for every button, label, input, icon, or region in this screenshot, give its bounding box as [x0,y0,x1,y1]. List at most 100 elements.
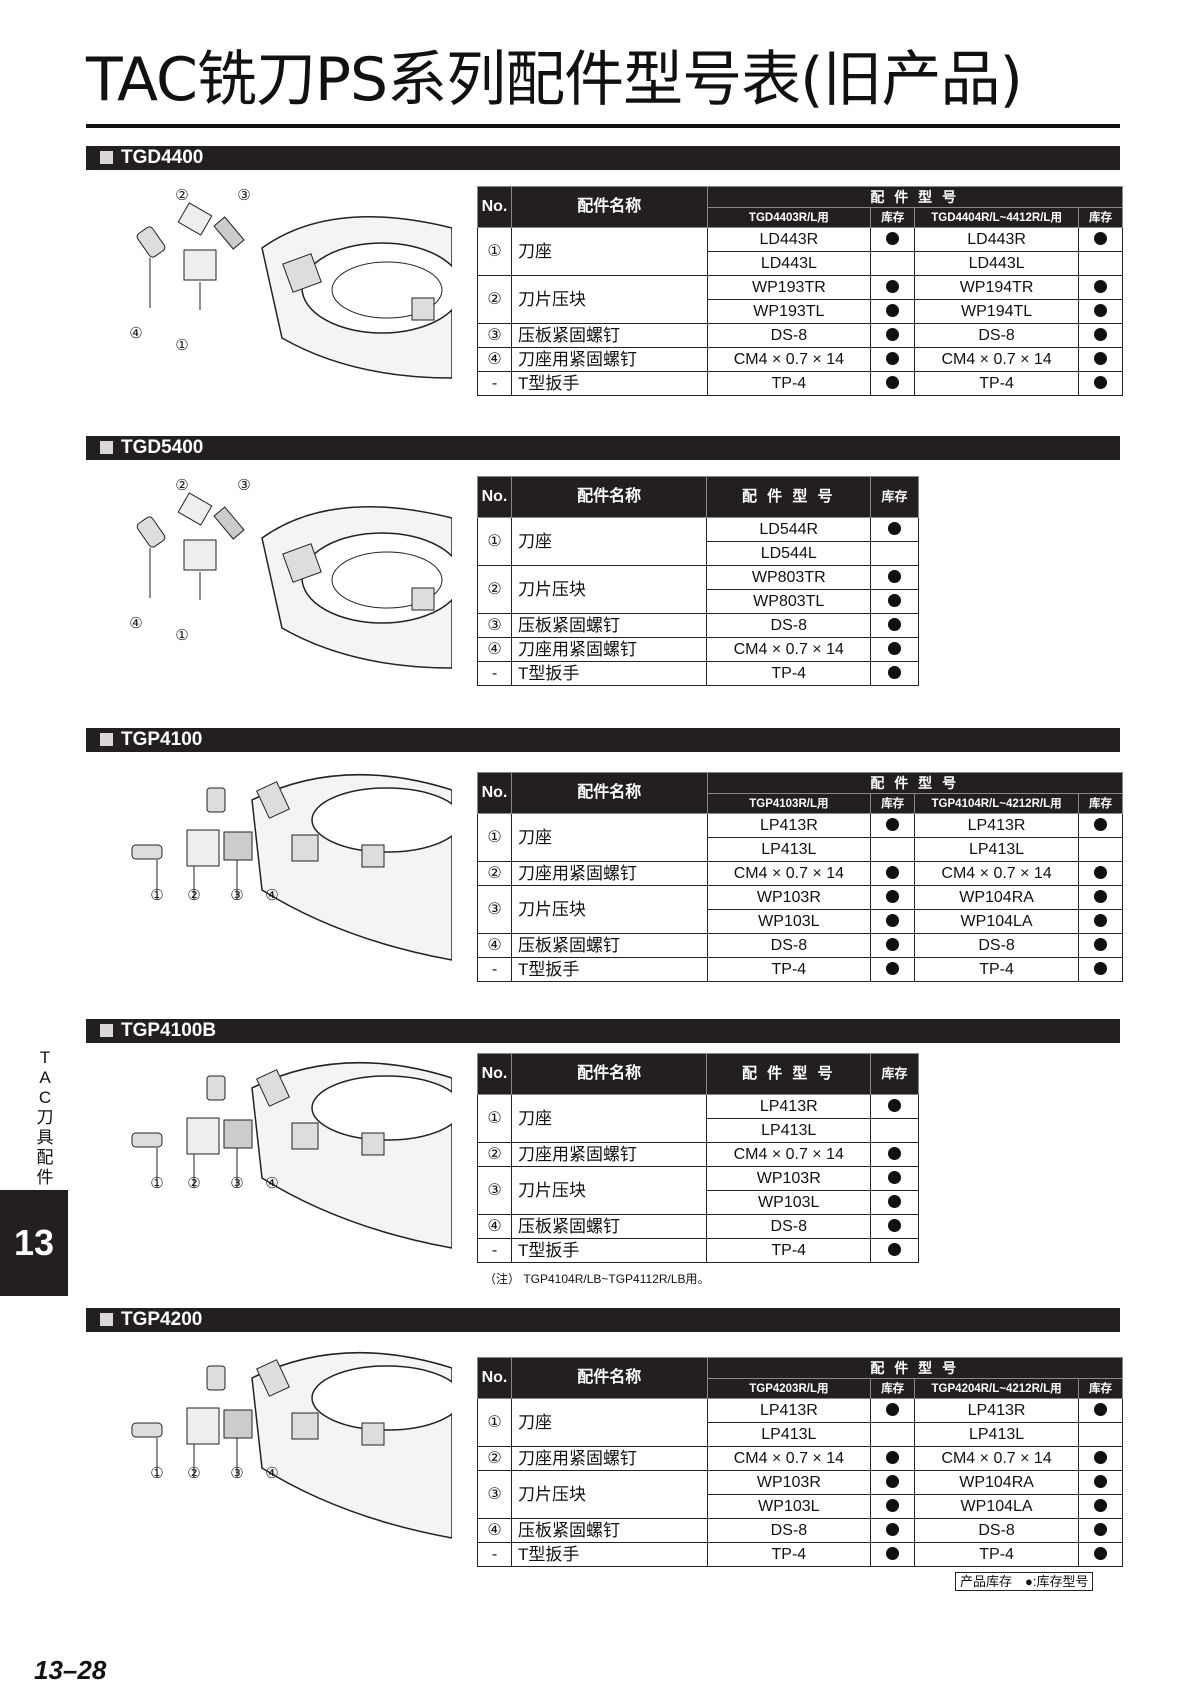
row-number: - [477,1542,512,1567]
callout-number: ③ [230,1464,243,1482]
part-name: 刀片压块 [510,275,708,324]
part-model: WP103R [706,885,872,910]
callout-number: ② [187,1174,200,1192]
part-model: CM4 × 0.7 × 14 [914,347,1080,372]
part-name: 压板紧固螺钉 [510,613,708,638]
part-name: 刀座用紧固螺钉 [510,1142,708,1167]
stock-dot [1094,937,1107,951]
part-model: DS-8 [706,613,872,638]
stock-cell [870,885,916,910]
stock-cell [870,541,919,566]
table-row: LP413L [478,1118,919,1143]
stock-cell [1078,227,1123,252]
stock-cell [870,1190,919,1215]
section-title: TGP4100 [121,729,203,750]
section-header-tgp4200: TGP4200 [86,1308,1120,1332]
header-model-group: 配 件 型 号 [706,1357,1123,1379]
part-name: 刀座用紧固螺钉 [510,637,708,662]
callout-number: ① [175,336,188,354]
part-model: DS-8 [706,933,872,958]
header-variant: TGP4204R/L~4212R/L用 [914,1378,1080,1399]
callout-number: ④ [265,886,278,904]
stock-cell [1078,885,1123,910]
part-model: DS-8 [706,1518,872,1543]
stock-cell [870,1398,916,1423]
callout-number: ① [175,626,188,644]
callout-number: ③ [230,886,243,904]
table-row: LD544L [478,541,919,566]
header-name: 配件名称 [510,1053,708,1095]
part-model: TP-4 [706,1542,872,1567]
row-number: ② [477,1142,512,1167]
stock-cell [870,589,919,614]
stock-dot [886,1450,900,1464]
part-name: 刀片压块 [510,1470,708,1519]
stock-cell [870,909,916,934]
stock-cell [870,1494,916,1519]
part-name: 刀片压块 [510,565,708,614]
stock-dot [888,569,902,583]
stock-dot [886,1402,900,1416]
stock-dot [1094,1498,1107,1512]
row-number: ① [477,813,512,862]
stock-cell [870,1470,916,1495]
part-model: LP413L [706,1118,872,1143]
stock-dot [1094,1402,1107,1416]
stock-cell [870,1542,916,1567]
chapter-tab: 13 [0,1190,68,1296]
header-variant: TGP4104R/L~4212R/L用 [914,793,1080,814]
row-number: ① [477,227,512,276]
part-model: DS-8 [914,1518,1080,1543]
part-name: 压板紧固螺钉 [510,1518,708,1543]
row-number: ① [477,1094,512,1143]
part-model: WP103R [706,1470,872,1495]
stock-cell [1078,1446,1123,1471]
stock-cell [870,251,916,276]
part-model: DS-8 [914,933,1080,958]
stock-dot [1094,279,1108,293]
header-stock: 库存 [870,793,916,814]
stock-dot [1094,889,1107,903]
part-model: TP-4 [706,661,872,686]
section-title: TGD5400 [121,437,204,458]
part-model: WP803TL [706,589,872,614]
part-name: T型扳手 [510,661,708,686]
section-title: TGP4100B [121,1020,217,1041]
header-stock: 库存 [870,1053,919,1095]
part-model: LP413L [914,1422,1080,1447]
part-name: T型扳手 [510,957,708,982]
stock-dot [888,1218,902,1232]
part-model: TP-4 [706,1238,872,1263]
side-label-char: 配 [36,1148,54,1167]
part-model: LD443L [706,251,872,276]
stock-dot [1094,1450,1107,1464]
stock-cell [1078,1494,1123,1519]
row-number: ③ [477,323,512,348]
row-number: - [477,957,512,982]
part-model: TP-4 [914,1542,1080,1567]
stock-dot [1094,1546,1107,1560]
part-model: LD544L [706,541,872,566]
stock-cell [870,299,916,324]
section-marker [100,733,113,746]
side-label-char: 具 [36,1128,54,1147]
part-name: 刀片压块 [510,885,708,934]
stock-cell [1078,1422,1123,1447]
row-number: ③ [477,1166,512,1215]
row-number: ④ [477,1518,512,1543]
stock-cell [870,861,916,886]
callout-number: ③ [230,1174,243,1192]
